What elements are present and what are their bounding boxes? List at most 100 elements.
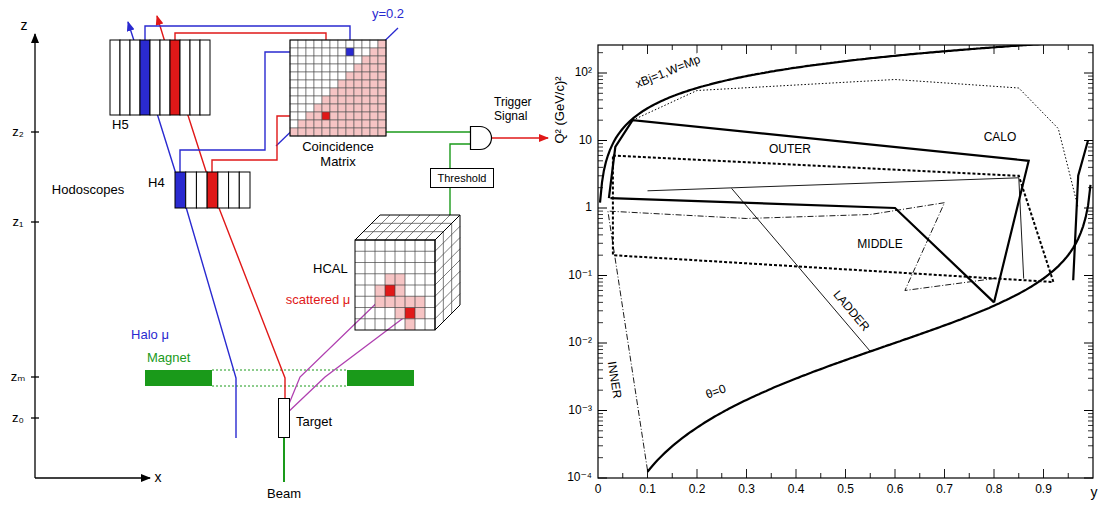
energy-cell <box>395 296 405 307</box>
matrix-cell <box>378 128 386 136</box>
tick <box>598 52 603 53</box>
and-gate-symbol <box>471 127 492 150</box>
tick <box>1088 76 1093 77</box>
tick <box>1043 469 1044 478</box>
cell-grid <box>355 285 435 286</box>
tick <box>969 473 970 478</box>
matrix-cell <box>298 96 306 104</box>
tick <box>622 473 623 478</box>
energy-cell <box>395 285 405 296</box>
matrix-cell <box>370 56 378 64</box>
matrix-cell <box>322 104 330 112</box>
matrix-cell <box>362 64 370 72</box>
matrix-cell <box>346 48 354 56</box>
magnet: Magnet <box>145 370 212 386</box>
matrix-cell <box>346 104 354 112</box>
tick <box>1088 255 1093 256</box>
tick-label: 10⁻³ <box>568 404 592 417</box>
node-label: Coincidence Matrix <box>288 140 388 170</box>
tick <box>1088 349 1093 350</box>
tick <box>598 437 603 438</box>
tick <box>1088 437 1093 438</box>
matrix-cell <box>346 112 354 120</box>
energy-cell <box>385 285 395 296</box>
matrix-cell <box>354 80 362 88</box>
matrix-cell <box>354 88 362 96</box>
energy-cell <box>395 308 405 319</box>
matrix-cell <box>322 64 330 72</box>
tick <box>598 108 603 109</box>
matrix-cell <box>370 88 378 96</box>
matrix-cell <box>378 64 386 72</box>
tick <box>994 469 995 478</box>
matrix-cell <box>346 120 354 128</box>
tick <box>1088 417 1093 418</box>
matrix-cell <box>330 104 338 112</box>
tick <box>845 469 846 478</box>
matrix-cell <box>362 104 370 112</box>
tick <box>919 45 920 50</box>
tick <box>598 445 603 446</box>
matrix-cell <box>346 40 354 48</box>
matrix-border <box>290 40 386 136</box>
tick-label: 0.5 <box>837 483 854 496</box>
matrix-cell <box>378 56 386 64</box>
tick <box>598 295 603 296</box>
and-gate-shape <box>470 126 492 150</box>
tick <box>672 473 673 478</box>
tick <box>1088 93 1093 94</box>
tick <box>598 214 603 215</box>
tick <box>598 369 603 370</box>
tick <box>1088 302 1093 303</box>
cube-top <box>355 215 460 240</box>
cell-grid <box>435 249 460 274</box>
tick <box>697 469 698 478</box>
region-label: OUTER <box>768 143 812 156</box>
tick <box>31 131 39 132</box>
cell-grid <box>435 226 460 251</box>
region-label: MIDDLE <box>856 238 903 251</box>
tick <box>598 353 603 354</box>
energy-cell <box>405 296 415 307</box>
tick-label: 10² <box>575 66 592 79</box>
tick <box>31 376 39 377</box>
coincidence-matrix: Coincidence Matrix <box>290 40 386 136</box>
matrix-cell <box>330 64 338 72</box>
tick <box>598 76 603 77</box>
ladder-region <box>648 178 1024 279</box>
matrix-cell <box>330 120 338 128</box>
tick <box>895 469 896 478</box>
tick-label: 0.7 <box>936 483 953 496</box>
tick <box>598 346 603 347</box>
tick <box>598 285 603 286</box>
region-label: xBj=1,W=Mp <box>633 53 703 92</box>
matrix-cell <box>362 56 370 64</box>
matrix-cell <box>338 72 346 80</box>
cell-grid <box>435 294 460 319</box>
tick <box>598 425 603 426</box>
matrix-cell <box>370 128 378 136</box>
tick-label: 0.3 <box>738 483 755 496</box>
matrix-cell <box>370 48 378 56</box>
cell-grid <box>435 260 460 285</box>
hodoscope-slab <box>120 40 130 115</box>
z-position-label: z₂ <box>12 125 24 139</box>
matrix-cell <box>322 88 330 96</box>
tick <box>1088 214 1093 215</box>
hodoscope-slab <box>140 40 150 115</box>
tick <box>598 120 603 121</box>
tick-label: 0.2 <box>689 483 706 496</box>
matrix-cell <box>330 56 338 64</box>
tick-label: 10⁻¹ <box>568 269 592 282</box>
matrix-cell <box>298 64 306 72</box>
matrix-cell <box>314 112 322 120</box>
matrix-cell <box>354 128 362 136</box>
tick <box>820 45 821 50</box>
matrix-cell <box>362 96 370 104</box>
energy-cell <box>415 296 425 307</box>
tick-label: 0.9 <box>1035 483 1052 496</box>
tick <box>598 208 607 209</box>
tick <box>598 322 603 323</box>
tick <box>1088 228 1093 229</box>
outer-region <box>610 198 994 302</box>
